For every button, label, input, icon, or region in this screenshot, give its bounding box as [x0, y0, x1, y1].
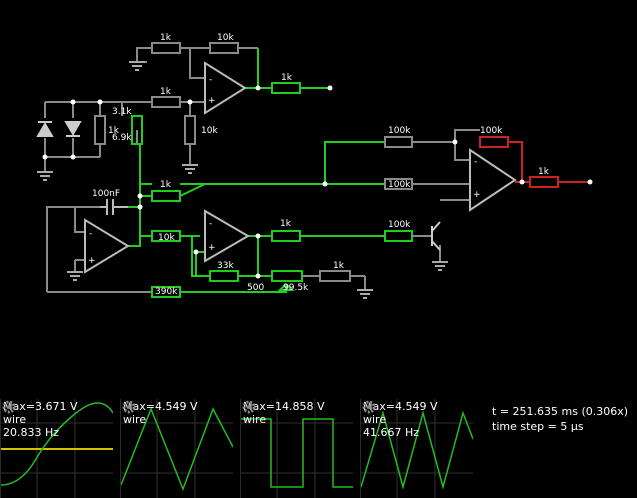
svg-text:99.5k: 99.5k	[283, 283, 309, 293]
svg-text:-: -	[209, 75, 212, 85]
ground-symbols	[37, 61, 448, 299]
gear-icon[interactable]	[361, 399, 377, 415]
scope-1[interactable]: Max=3.671 V wire 20.833 Hz	[0, 399, 113, 498]
svg-text:1k: 1k	[280, 219, 292, 229]
capacitor[interactable]	[100, 199, 128, 215]
svg-text:10k: 10k	[201, 126, 218, 136]
svg-text:10k: 10k	[217, 33, 234, 43]
scope-3-name: wire	[243, 413, 267, 426]
junction-dots	[42, 85, 593, 279]
svg-text:100k: 100k	[388, 220, 411, 230]
svg-text:1k: 1k	[160, 33, 172, 43]
svg-text:100k: 100k	[480, 126, 503, 136]
svg-text:-: -	[89, 229, 92, 239]
svg-text:+: +	[473, 190, 481, 200]
svg-text:6.9k: 6.9k	[112, 133, 132, 143]
svg-text:390k: 390k	[155, 287, 178, 297]
svg-text:100k: 100k	[388, 180, 411, 190]
svg-text:33k: 33k	[217, 261, 234, 271]
scope-3[interactable]: Max=14.858 V wire	[240, 399, 353, 498]
svg-text:1k: 1k	[160, 180, 172, 190]
active-wires	[128, 48, 385, 293]
svg-text:100k: 100k	[388, 126, 411, 136]
svg-text:1k: 1k	[108, 126, 120, 136]
scope-3-max: Max=14.858 V	[243, 400, 325, 413]
scope-2-name: wire	[123, 413, 147, 426]
scope-4-freq: 41.667 Hz	[363, 426, 420, 439]
simulation-status: t = 251.635 ms (0.306x) time step = 5 µs	[492, 404, 628, 434]
scope-4-name: wire	[363, 413, 387, 426]
svg-text:1k: 1k	[538, 167, 550, 177]
svg-text:-: -	[209, 219, 212, 229]
scope-4-plot	[361, 399, 473, 498]
resistors[interactable]	[94, 42, 559, 298]
svg-text:+: +	[208, 243, 216, 253]
pot-wiper[interactable]	[277, 283, 295, 291]
transistor[interactable]	[431, 221, 441, 251]
svg-text:+: +	[88, 256, 96, 266]
gear-icon[interactable]	[1, 399, 17, 415]
scope-1-name: wire	[3, 413, 27, 426]
svg-text:1k: 1k	[281, 73, 293, 83]
circuit-canvas[interactable]: - + - + - + - + 1k 10k 1k 1k 3.1k 1k 6.9k 10…	[0, 0, 637, 398]
svg-text:-: -	[474, 157, 477, 167]
svg-text:3.1k: 3.1k	[112, 107, 132, 117]
scope-1-max: Max=3.671 V	[3, 400, 78, 413]
sim-time: t = 251.635 ms (0.306x)	[492, 405, 629, 418]
scope-2-max: Max=4.549 V	[123, 400, 198, 413]
svg-text:1k: 1k	[333, 261, 345, 271]
diodes[interactable]	[36, 121, 82, 137]
svg-text:500: 500	[247, 283, 264, 293]
idle-wires	[44, 47, 480, 293]
scope-2-plot	[121, 399, 233, 498]
opamps[interactable]	[84, 61, 517, 274]
scope-4-max: Max=4.549 V	[363, 400, 438, 413]
component-labels: 1k 10k 1k 1k 3.1k 1k 6.9k 10k 100k 100k …	[92, 33, 550, 297]
svg-text:1k: 1k	[160, 87, 172, 97]
scope-2[interactable]: Max=4.549 V wire	[120, 399, 233, 498]
gear-icon[interactable]	[241, 399, 257, 415]
scope-1-freq: 20.833 Hz	[3, 426, 60, 439]
scope-4[interactable]: Max=4.549 V wire 41.667 Hz	[360, 399, 473, 498]
time-step: time step = 5 µs	[492, 420, 584, 433]
svg-text:100nF: 100nF	[92, 189, 120, 199]
scope-3-plot	[241, 399, 353, 498]
opamp-pin-labels: - + - + - + - +	[88, 75, 481, 266]
svg-text:+: +	[208, 96, 216, 106]
scope-1-plot	[1, 399, 113, 498]
gear-icon[interactable]	[121, 399, 137, 415]
svg-text:10k: 10k	[158, 233, 175, 243]
